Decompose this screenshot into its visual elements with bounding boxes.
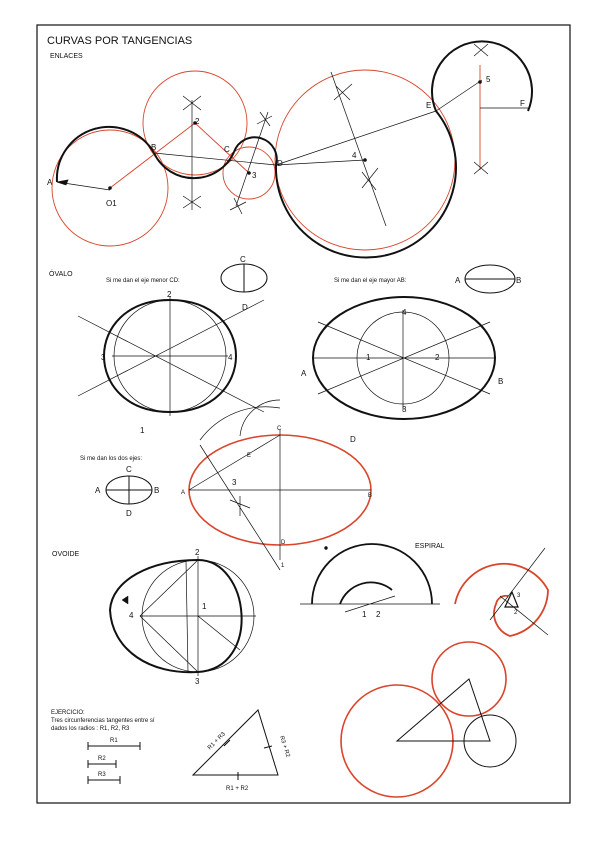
enlaces-heading: ENLACES bbox=[50, 53, 83, 60]
oval2-label-A: A bbox=[301, 369, 307, 378]
sheet-border bbox=[36, 24, 571, 804]
ovoid-figure bbox=[108, 556, 256, 676]
ovalo-section: ÓVALO Si me dan el eje menor CD: C D Si … bbox=[49, 255, 521, 571]
espiral-section: ESPIRAL 1 2 3 2 bbox=[300, 543, 549, 637]
oval2-label-1: 1 bbox=[366, 353, 371, 362]
oval3-label-C: C bbox=[277, 426, 282, 432]
ovoid-label-1: 1 bbox=[202, 602, 207, 611]
side-r3-r2: R3 + R2 bbox=[278, 735, 291, 759]
oval2-label-3: 3 bbox=[402, 405, 407, 414]
oval3-label-E: E bbox=[247, 453, 251, 459]
enlaces-dots bbox=[108, 80, 482, 190]
exercise-heading: EJERCICIO: bbox=[51, 710, 85, 716]
ovalo-heading: ÓVALO bbox=[49, 269, 73, 278]
ovoid-label-3: 3 bbox=[195, 677, 200, 686]
label-3: 3 bbox=[252, 171, 257, 180]
oval3-label-1: 1 bbox=[281, 563, 285, 569]
exercise-line1: Tres circunferencias tangentes entre sí bbox=[51, 718, 155, 724]
label-O1: O1 bbox=[106, 199, 117, 208]
oval-major-axis bbox=[312, 296, 496, 420]
spiral-red-label-3: 3 bbox=[517, 593, 521, 599]
icon2-label-B: B bbox=[154, 486, 159, 495]
icon2-label-D: D bbox=[126, 509, 132, 518]
label-C: C bbox=[224, 145, 230, 154]
enlaces-curve bbox=[55, 40, 533, 259]
icon-label-A: A bbox=[455, 276, 461, 285]
oval1-label-3: 3 bbox=[101, 353, 106, 362]
espiral-heading: ESPIRAL bbox=[415, 543, 445, 550]
icon-label-D: D bbox=[242, 303, 248, 312]
segment-r1: R1 bbox=[110, 738, 118, 744]
ejercicio-section: EJERCICIO: Tres circunferencias tangente… bbox=[51, 641, 517, 798]
ovoide-section: OVOIDE 2 1 4 3 bbox=[52, 548, 256, 686]
segment-r2: R2 bbox=[98, 756, 106, 762]
oval-two-axes bbox=[188, 399, 372, 571]
spiral-black bbox=[300, 543, 440, 613]
major-axis-text: Si me dan el eje mayor AB: bbox=[334, 278, 407, 284]
oval3-label-Dp: D bbox=[281, 540, 286, 546]
spiral-label-1: 1 bbox=[362, 610, 367, 619]
enlaces-lines bbox=[56, 43, 528, 227]
minor-axis-icon bbox=[220, 263, 268, 293]
oval1-label-4: 4 bbox=[228, 353, 233, 362]
minor-axis-text: Si me dan el eje menor CD: bbox=[106, 278, 180, 284]
side-r1-r3: R1 + R3 bbox=[207, 731, 227, 751]
oval2-label-4: 4 bbox=[402, 308, 407, 317]
label-2: 2 bbox=[195, 117, 200, 126]
oval2-label-B: B bbox=[498, 377, 503, 386]
ovoid-label-2: 2 bbox=[195, 548, 200, 557]
both-axes-icon bbox=[105, 475, 153, 505]
oval3-label-3: 3 bbox=[232, 478, 237, 487]
page-title: CURVAS POR TANGENCIAS bbox=[47, 35, 192, 47]
oval3-label-D: D bbox=[350, 435, 356, 444]
label-4: 4 bbox=[352, 151, 357, 160]
side-r1-r2: R1 + R2 bbox=[226, 786, 249, 792]
oval3-label-A: A bbox=[181, 490, 185, 496]
spiral-label-2: 2 bbox=[376, 610, 381, 619]
oval1-label-2: 2 bbox=[167, 290, 172, 299]
spiral-red-label-2: 2 bbox=[514, 610, 518, 616]
label-F: F bbox=[520, 99, 525, 108]
label-E: E bbox=[426, 101, 431, 110]
enlaces-section: ENLACES bbox=[47, 40, 533, 259]
icon2-label-A: A bbox=[95, 486, 101, 495]
triangle-construction bbox=[191, 709, 279, 780]
oval1-label-1: 1 bbox=[140, 426, 145, 435]
icon-label-B: B bbox=[516, 276, 521, 285]
oval2-label-2: 2 bbox=[435, 353, 440, 362]
label-5: 5 bbox=[486, 75, 491, 84]
oval3-label-B: B bbox=[368, 493, 372, 499]
icon-label-C: C bbox=[240, 255, 246, 264]
spiral-red bbox=[454, 547, 549, 637]
icon2-label-C: C bbox=[126, 465, 132, 474]
enlaces-construction bbox=[51, 65, 481, 251]
radius-segments bbox=[87, 742, 141, 784]
ovoid-label-4: 4 bbox=[129, 611, 134, 620]
label-B: B bbox=[151, 143, 156, 152]
exercise-line2: dados los radios : R1, R2, R3 bbox=[51, 726, 130, 732]
label-A: A bbox=[47, 178, 53, 187]
oval-minor-axis bbox=[77, 296, 265, 416]
ovoide-heading: OVOIDE bbox=[52, 551, 80, 558]
major-axis-icon bbox=[464, 264, 516, 294]
label-D: D bbox=[277, 159, 283, 168]
both-axes-text: Si me dan los dos ejes: bbox=[80, 456, 142, 462]
tangent-circles bbox=[340, 641, 517, 798]
segment-r3: R3 bbox=[98, 772, 106, 778]
